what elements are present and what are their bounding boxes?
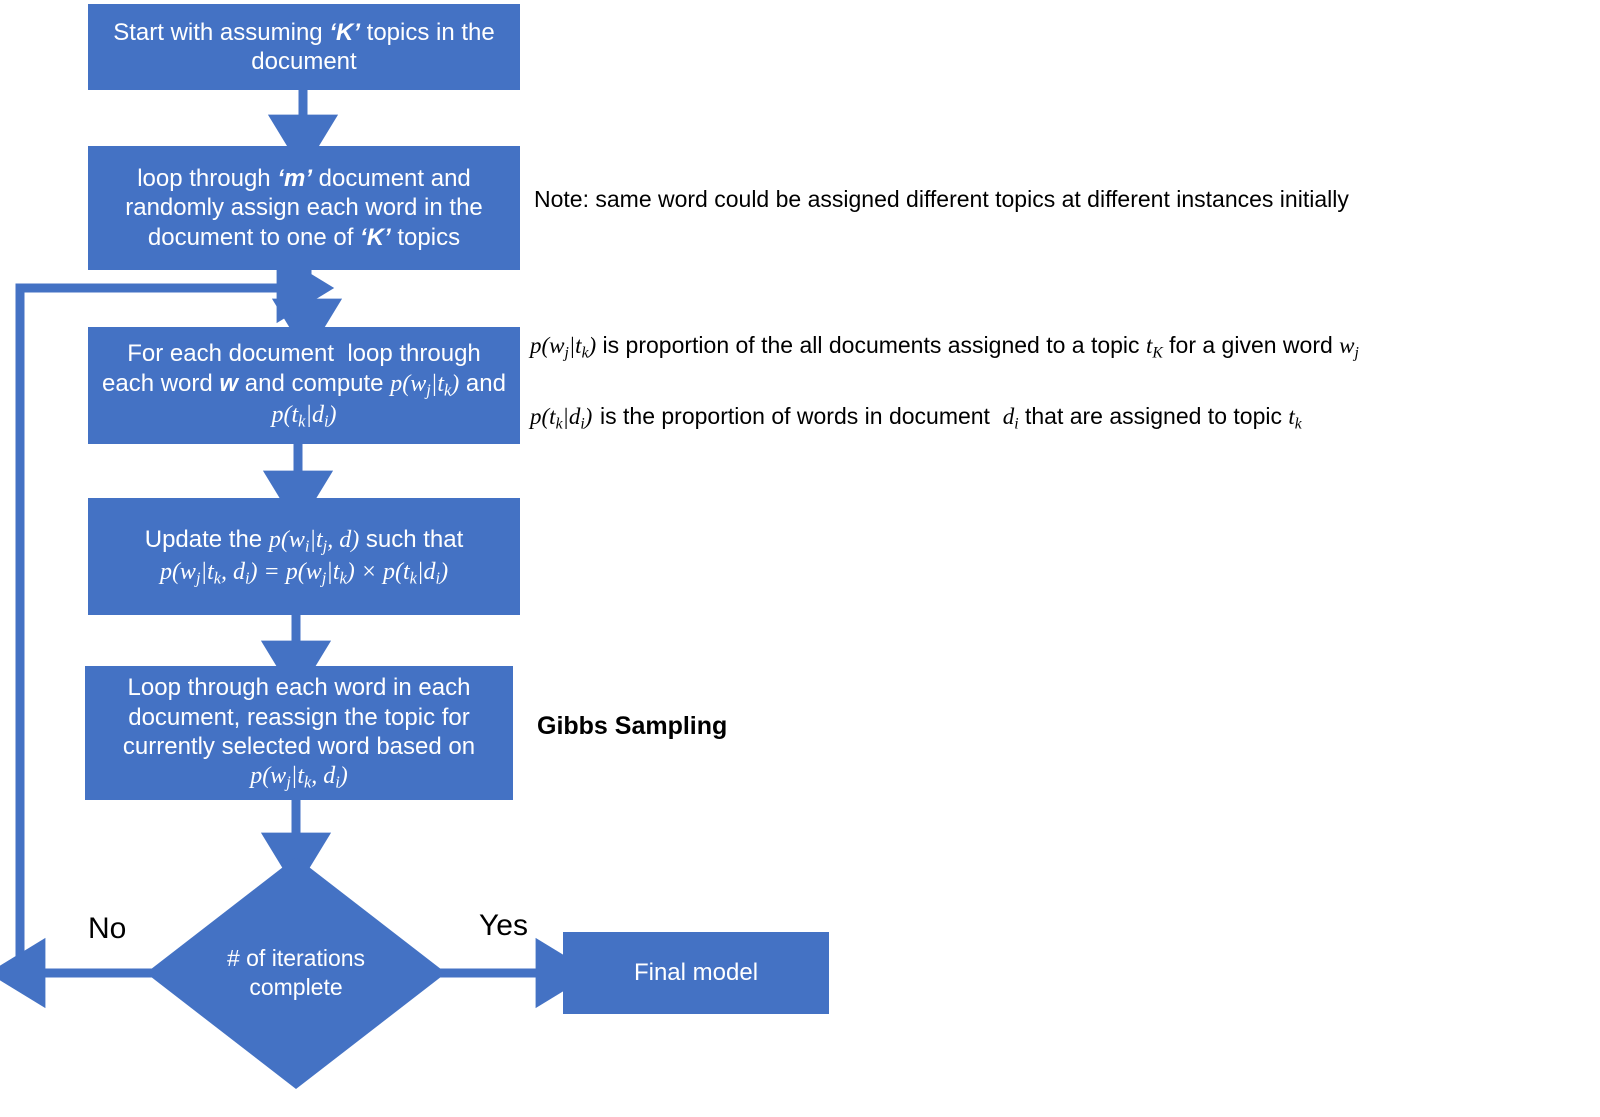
node-reassign-topic-label: Loop through each word in each document,… [122,674,476,792]
node-update-probs[interactable]: Update the p(wi|tj, d) such that p(wj|tk… [88,498,520,615]
node-final-model-label: Final model [633,959,759,987]
node-random-assign[interactable]: loop through ‘m’ document and randomly a… [88,146,520,270]
node-start[interactable]: Start with assuming ‘K’ topics in the do… [88,4,520,90]
node-start-label: Start with assuming ‘K’ topics in the do… [113,18,495,75]
node-reassign-topic[interactable]: Loop through each word in each document,… [85,666,513,800]
annotation-formula-1: p(wj|tk) is proportion of the all docume… [530,332,1359,362]
node-compute-probs[interactable]: For each document loop through each word… [88,327,520,444]
node-iterations-complete-label: # of iterations complete [226,945,366,1000]
node-final-model[interactable]: Final model [563,932,829,1014]
branch-label-yes: Yes [479,909,528,942]
node-compute-probs-label: For each document loop through each word… [102,340,506,431]
annotation-gibbs-sampling: Gibbs Sampling [537,712,728,740]
annotation-note: Note: same word could be assigned differ… [534,186,1349,212]
annotation-formula-2: p(tk|di))is the proportion of words in d… [530,403,1302,433]
node-iterations-complete[interactable]: # of iterations complete [146,857,446,1089]
branch-label-no: No [88,912,127,945]
node-update-probs-label: Update the p(wi|tj, d) such that p(wj|tk… [144,526,464,588]
node-random-assign-label: loop through ‘m’ document and randomly a… [125,165,483,251]
